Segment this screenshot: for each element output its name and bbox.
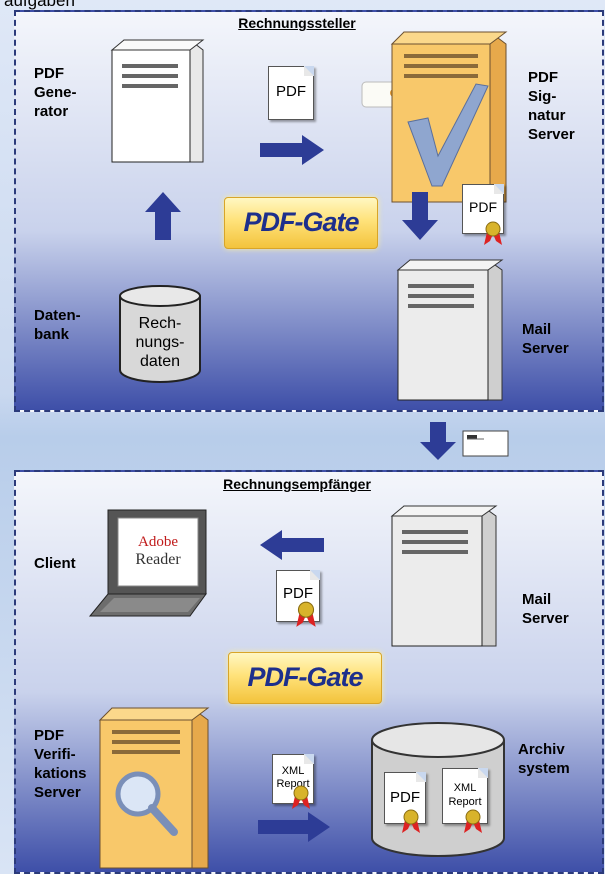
arrow-right-icon	[260, 135, 324, 165]
pdf-signatur-label: PDF Sig- natur Server	[528, 69, 575, 143]
mail-server-label: Mail Server	[522, 591, 569, 627]
pdf-document: PDF	[268, 66, 314, 120]
datenbank-cylinder-icon	[119, 285, 201, 383]
pdf-generator-server-icon	[110, 39, 205, 163]
seal-icon	[296, 601, 316, 627]
seal-icon	[402, 809, 420, 833]
arrow-left-icon	[260, 530, 324, 560]
datenbank-label: Daten- bank	[34, 307, 81, 343]
laptop-icon	[88, 509, 207, 617]
top-caption: aufgaben	[4, 0, 75, 10]
pdf-generator-label: PDF Gene- rator	[34, 65, 77, 120]
mail-server-icon	[396, 259, 504, 401]
seal-icon	[292, 785, 310, 809]
mail-server-label: Mail Server	[522, 321, 569, 357]
panel-title: Rechnungssteller	[238, 15, 356, 31]
seal-icon	[464, 809, 482, 833]
mail-server-icon	[390, 505, 498, 647]
pdf-verifikations-server-icon	[98, 707, 210, 869]
archiv-pdf-document: PDF	[384, 772, 426, 824]
db-content-text: Rech- nungs- daten	[135, 315, 185, 370]
pdf-gate-logo: PDF-Gate	[224, 197, 378, 249]
envelope-icon	[462, 430, 509, 457]
archiv-system-label: Archiv system	[518, 741, 570, 777]
adobe-reader-logo: Adobe Reader	[135, 534, 181, 568]
pdf-signatur-server-icon	[390, 31, 508, 203]
arrow-up-icon	[145, 192, 181, 240]
client-label: Client	[34, 555, 76, 572]
arrow-down-icon	[402, 192, 438, 240]
pdf-gate-logo: PDF-Gate	[228, 652, 382, 704]
arrow-down-transfer-icon	[420, 422, 456, 460]
panel-title: Rechnungsempfänger	[223, 476, 371, 492]
archiv-xml-document: XML Report	[442, 768, 488, 824]
seal-icon	[484, 221, 502, 245]
arrow-right-icon	[258, 812, 330, 842]
pdf-verifikations-label: PDF Verifi- kations Server	[34, 727, 87, 801]
